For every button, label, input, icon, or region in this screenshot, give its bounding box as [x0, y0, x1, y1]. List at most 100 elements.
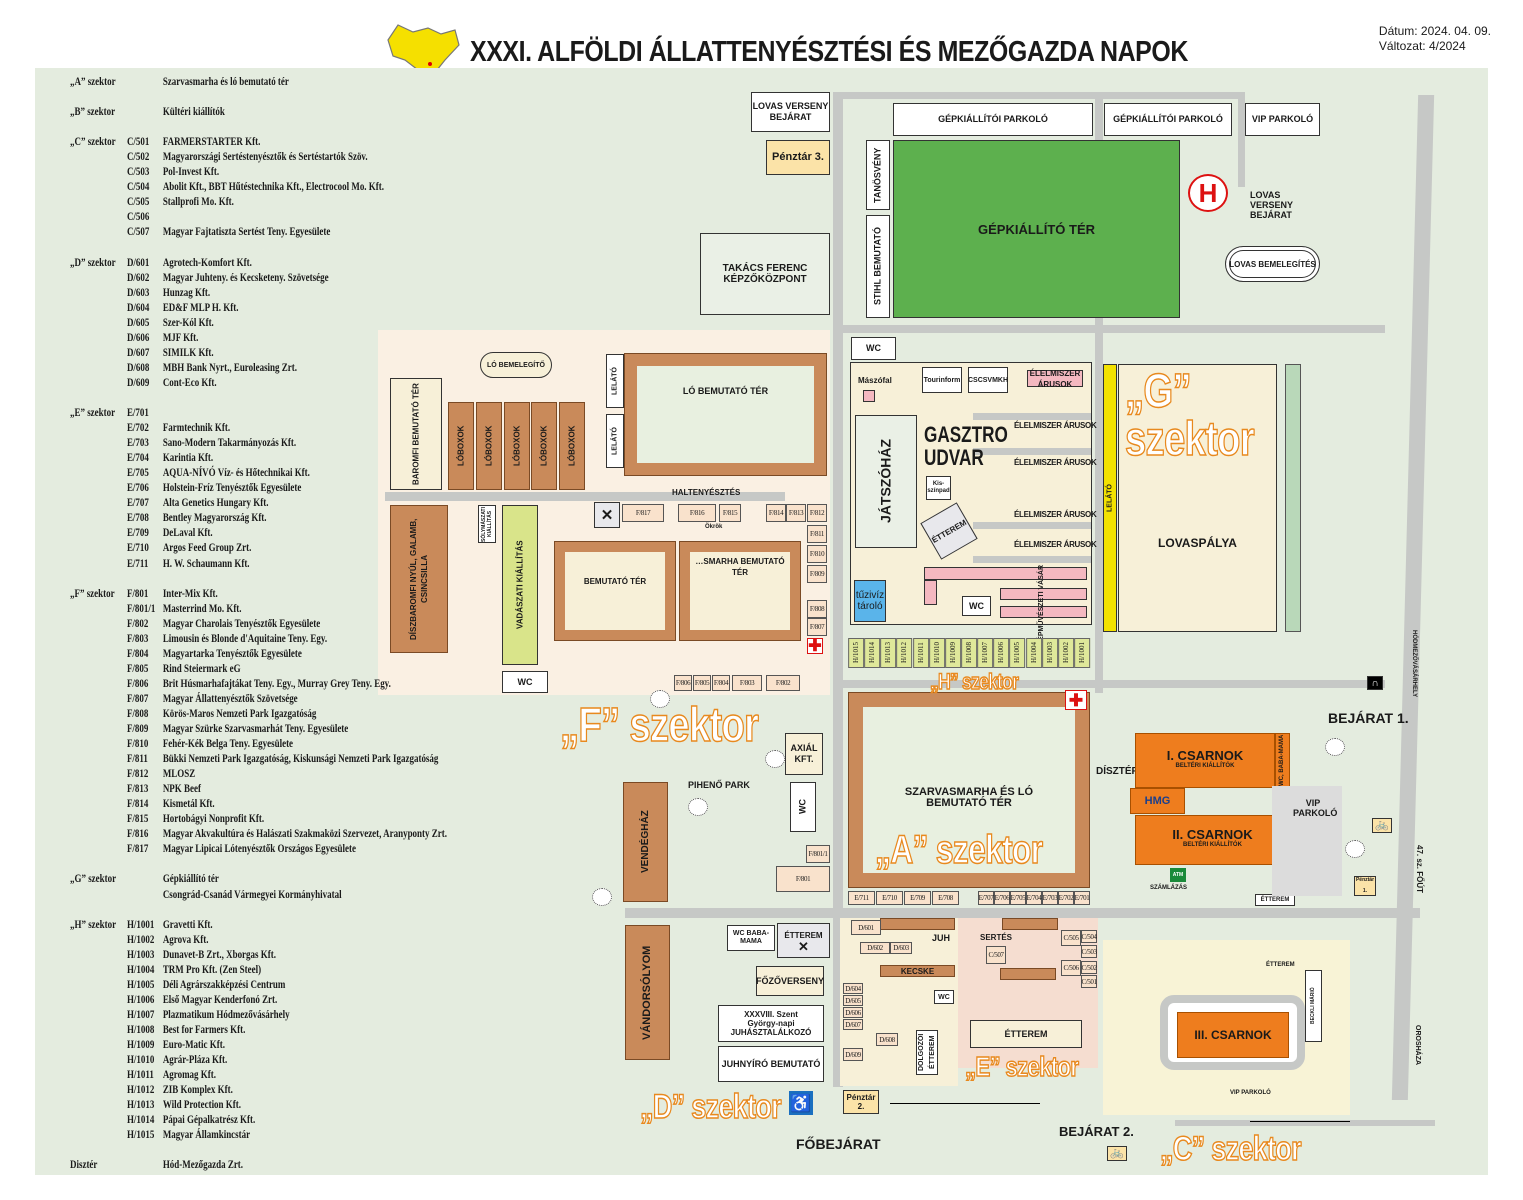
legend-name: ZIB Komplex Kft.: [162, 1084, 233, 1097]
legend-code: F/805: [126, 662, 149, 675]
road: [1238, 92, 1245, 187]
legend-name: AQUA-NÍVÓ Víz- és Hőtechnikai Kft.: [162, 467, 310, 480]
legend-code: C/502: [126, 151, 150, 164]
legend-code: C/507: [126, 226, 150, 239]
legend-name: Brit Húsmarhafajtákat Teny. Egy., Murray…: [162, 677, 391, 690]
legend-name: Holstein-Fríz Tenyésztők Egyesülete: [162, 482, 302, 495]
stand-cell: H/1004: [1025, 638, 1042, 668]
oroshaza-direction: OROSHÁZA: [1414, 1025, 1421, 1066]
legend-code: E/701: [126, 407, 149, 420]
legend-code: H/1012: [126, 1084, 155, 1097]
wc-gasztro: WC: [962, 596, 991, 616]
stand-cell: F/817: [622, 504, 664, 522]
stand-cell: E/709: [904, 891, 931, 905]
road: [1175, 1120, 1435, 1126]
takacs-ferenc-kepzokozpont: TAKÁCS FERENC KÉPZŐKÖZPONT: [700, 233, 830, 315]
marha-bemutato-ter-2: …SMARHA BEMUTATÓ TÉR: [679, 541, 801, 641]
diszbaromfi: DÍSZBAROMFI NYÚL, GALAMB, CSINCSILLA: [390, 505, 448, 653]
tree-icon: [592, 888, 612, 906]
first-aid-icon: ✚: [1065, 690, 1087, 710]
haltenyesztes: HALTENYÉSZTÉS: [672, 488, 741, 497]
legend-name: Agrotech-Komfort Kft.: [162, 256, 252, 269]
legend-sector: „A” szektor: [70, 76, 116, 88]
stall-row: [973, 556, 1091, 563]
legend-code: D/607: [126, 346, 150, 359]
stand-cell: H/1005: [1009, 638, 1026, 668]
loboxok: LÓBOXOK: [448, 402, 474, 490]
husmarha-bemutato-label: …SMARHA BEMUTATÓ TÉR: [690, 552, 790, 630]
legend-code: D/606: [126, 331, 150, 344]
stand-cell: F/815: [719, 504, 741, 522]
legend-name: Magyar Juhteny. és Kecsketeny. Szövetség…: [162, 271, 329, 284]
legend-name: Csongrád-Csanád Vármegyei Kormányhivatal: [162, 888, 342, 901]
legend-code: D/608: [126, 361, 150, 374]
barn: [1000, 968, 1056, 980]
lovaspalya: LOVASPÁLYA: [1118, 364, 1277, 632]
fozoverseny: FŐZŐVERSENY: [756, 966, 824, 996]
stand-cell: D/605: [843, 995, 863, 1006]
stand-cell: F/806: [674, 675, 692, 691]
juhnyiro-bemutato: JUHNYÍRÓ BEMUTATÓ: [718, 1046, 824, 1082]
stand-cell: E/705: [1010, 891, 1026, 905]
legend-name: MJF Kft.: [162, 331, 199, 344]
legend-code: F/817: [126, 843, 149, 856]
legend-name: Dunavet-B Zrt., Xborgas Kft.: [162, 948, 276, 961]
lo-bemutato-ter-label: LÓ BEMUTATÓ TÉR: [637, 366, 814, 463]
legend-code: F/806: [126, 677, 149, 690]
nepmuveszeti-stalls: [1000, 606, 1087, 618]
first-aid-icon: ✚: [807, 637, 823, 655]
lo-bemutato-ter: LÓ BEMUTATÓ TÉR: [624, 353, 827, 476]
legend-code: F/808: [126, 707, 149, 720]
legend-sector: „D” szektor: [70, 256, 116, 269]
nepmuveszeti-vasar: NÉPMŰVÉSZETI VÁSÁR: [1038, 565, 1045, 646]
road: [625, 908, 1420, 918]
legend-name: Pol-Invest Kft.: [162, 166, 220, 179]
etterem-bottom: ÉTTEREM✕: [777, 923, 830, 958]
lovas-bemelegites: LOVAS BEMELEGÍTÉS: [1225, 246, 1320, 282]
legend-code: H/1001: [126, 918, 155, 931]
sector-g-label: „G” szektor: [1124, 365, 1255, 466]
restaurant-icon: ✕: [798, 938, 809, 954]
loboxok: LÓBOXOK: [476, 402, 502, 490]
legend-name: Agrár-Pláza Kft.: [162, 1054, 228, 1067]
dolgozoi-etterem: DOLGOZÓI ÉTTEREM: [916, 1030, 938, 1075]
legend-name: Cont-Eco Kft.: [162, 376, 217, 389]
arrow-left: [1250, 1121, 1350, 1122]
tree-icon: [1345, 840, 1365, 858]
cscsvmkh: CSCSVMKH: [968, 367, 1008, 393]
elelmiszer-arusok: ÉLELMISZER ÁRUSOK: [1014, 540, 1097, 549]
tree-icon: [688, 798, 708, 816]
lelato-lovaspalya: LELÁTÓ: [1103, 364, 1117, 632]
stand-cell: H/1009: [944, 638, 961, 668]
legend-sector: „G” szektor: [70, 873, 117, 886]
legend-name: Masterrind Mo. Kft.: [162, 602, 242, 615]
stand-cell: C/502: [1081, 961, 1097, 974]
legend-name: Magyar Államkincstár: [162, 1129, 251, 1142]
stand-cell: F/811: [807, 525, 827, 543]
penztar-1: Pénztár 1.: [1354, 876, 1376, 896]
legend-name: Fehér-Kék Belga Teny. Egyesülete: [162, 738, 294, 751]
legend-code: H/1004: [126, 963, 155, 976]
stand-cell: E/703: [1042, 891, 1058, 905]
legend-name: Magyar Fajtatiszta Sertést Teny. Egyesül…: [162, 226, 331, 239]
belteri-kiallitok: BELTÉRI KIÁLLÍTÓK: [1175, 762, 1235, 769]
stand-cell: C/501: [1081, 975, 1097, 988]
legend-name: DeLaval Kft.: [162, 527, 213, 540]
date-version: Dátum: 2024. 04. 09.Változat: 4/2024: [1379, 24, 1491, 54]
legend-name: Plazmatikum Hódmezővásárhely: [162, 1008, 290, 1021]
szarvasmarha-lo-label: SZARVASMARHA ÉS LÓ BEMUTATÓ TÉR: [863, 707, 1075, 873]
elelmiszer-arusok: ÉLELMISZER ÁRUSOK: [1014, 458, 1097, 467]
tourinform: Tourinform: [922, 367, 962, 393]
stand-cell: E/704: [1026, 891, 1042, 905]
legend-sector: „E” szektor: [70, 407, 116, 420]
legend-code: C/503: [126, 166, 150, 179]
gepkiallitoi-parkolo: GÉPKIÁLLÍTÓI PARKOLÓ: [893, 103, 1093, 136]
legend-name: TRM Pro Kft. (Zen Steel): [162, 963, 262, 976]
stall-row: [973, 448, 1091, 455]
gepkiallito-ter: GÉPKIÁLLÍTÓ TÉR: [893, 140, 1180, 318]
legend-name: Limousin és Blonde d'Aquitaine Teny. Egy…: [162, 632, 328, 645]
nepmuveszeti-stalls: [924, 567, 1087, 580]
legend-name: Magyar Charolais Tenyésztők Egyesülete: [162, 617, 321, 630]
road: [840, 325, 1385, 333]
baromfi-bemutato-ter: BAROMFI BEMUTATÓ TÉR: [390, 378, 442, 490]
